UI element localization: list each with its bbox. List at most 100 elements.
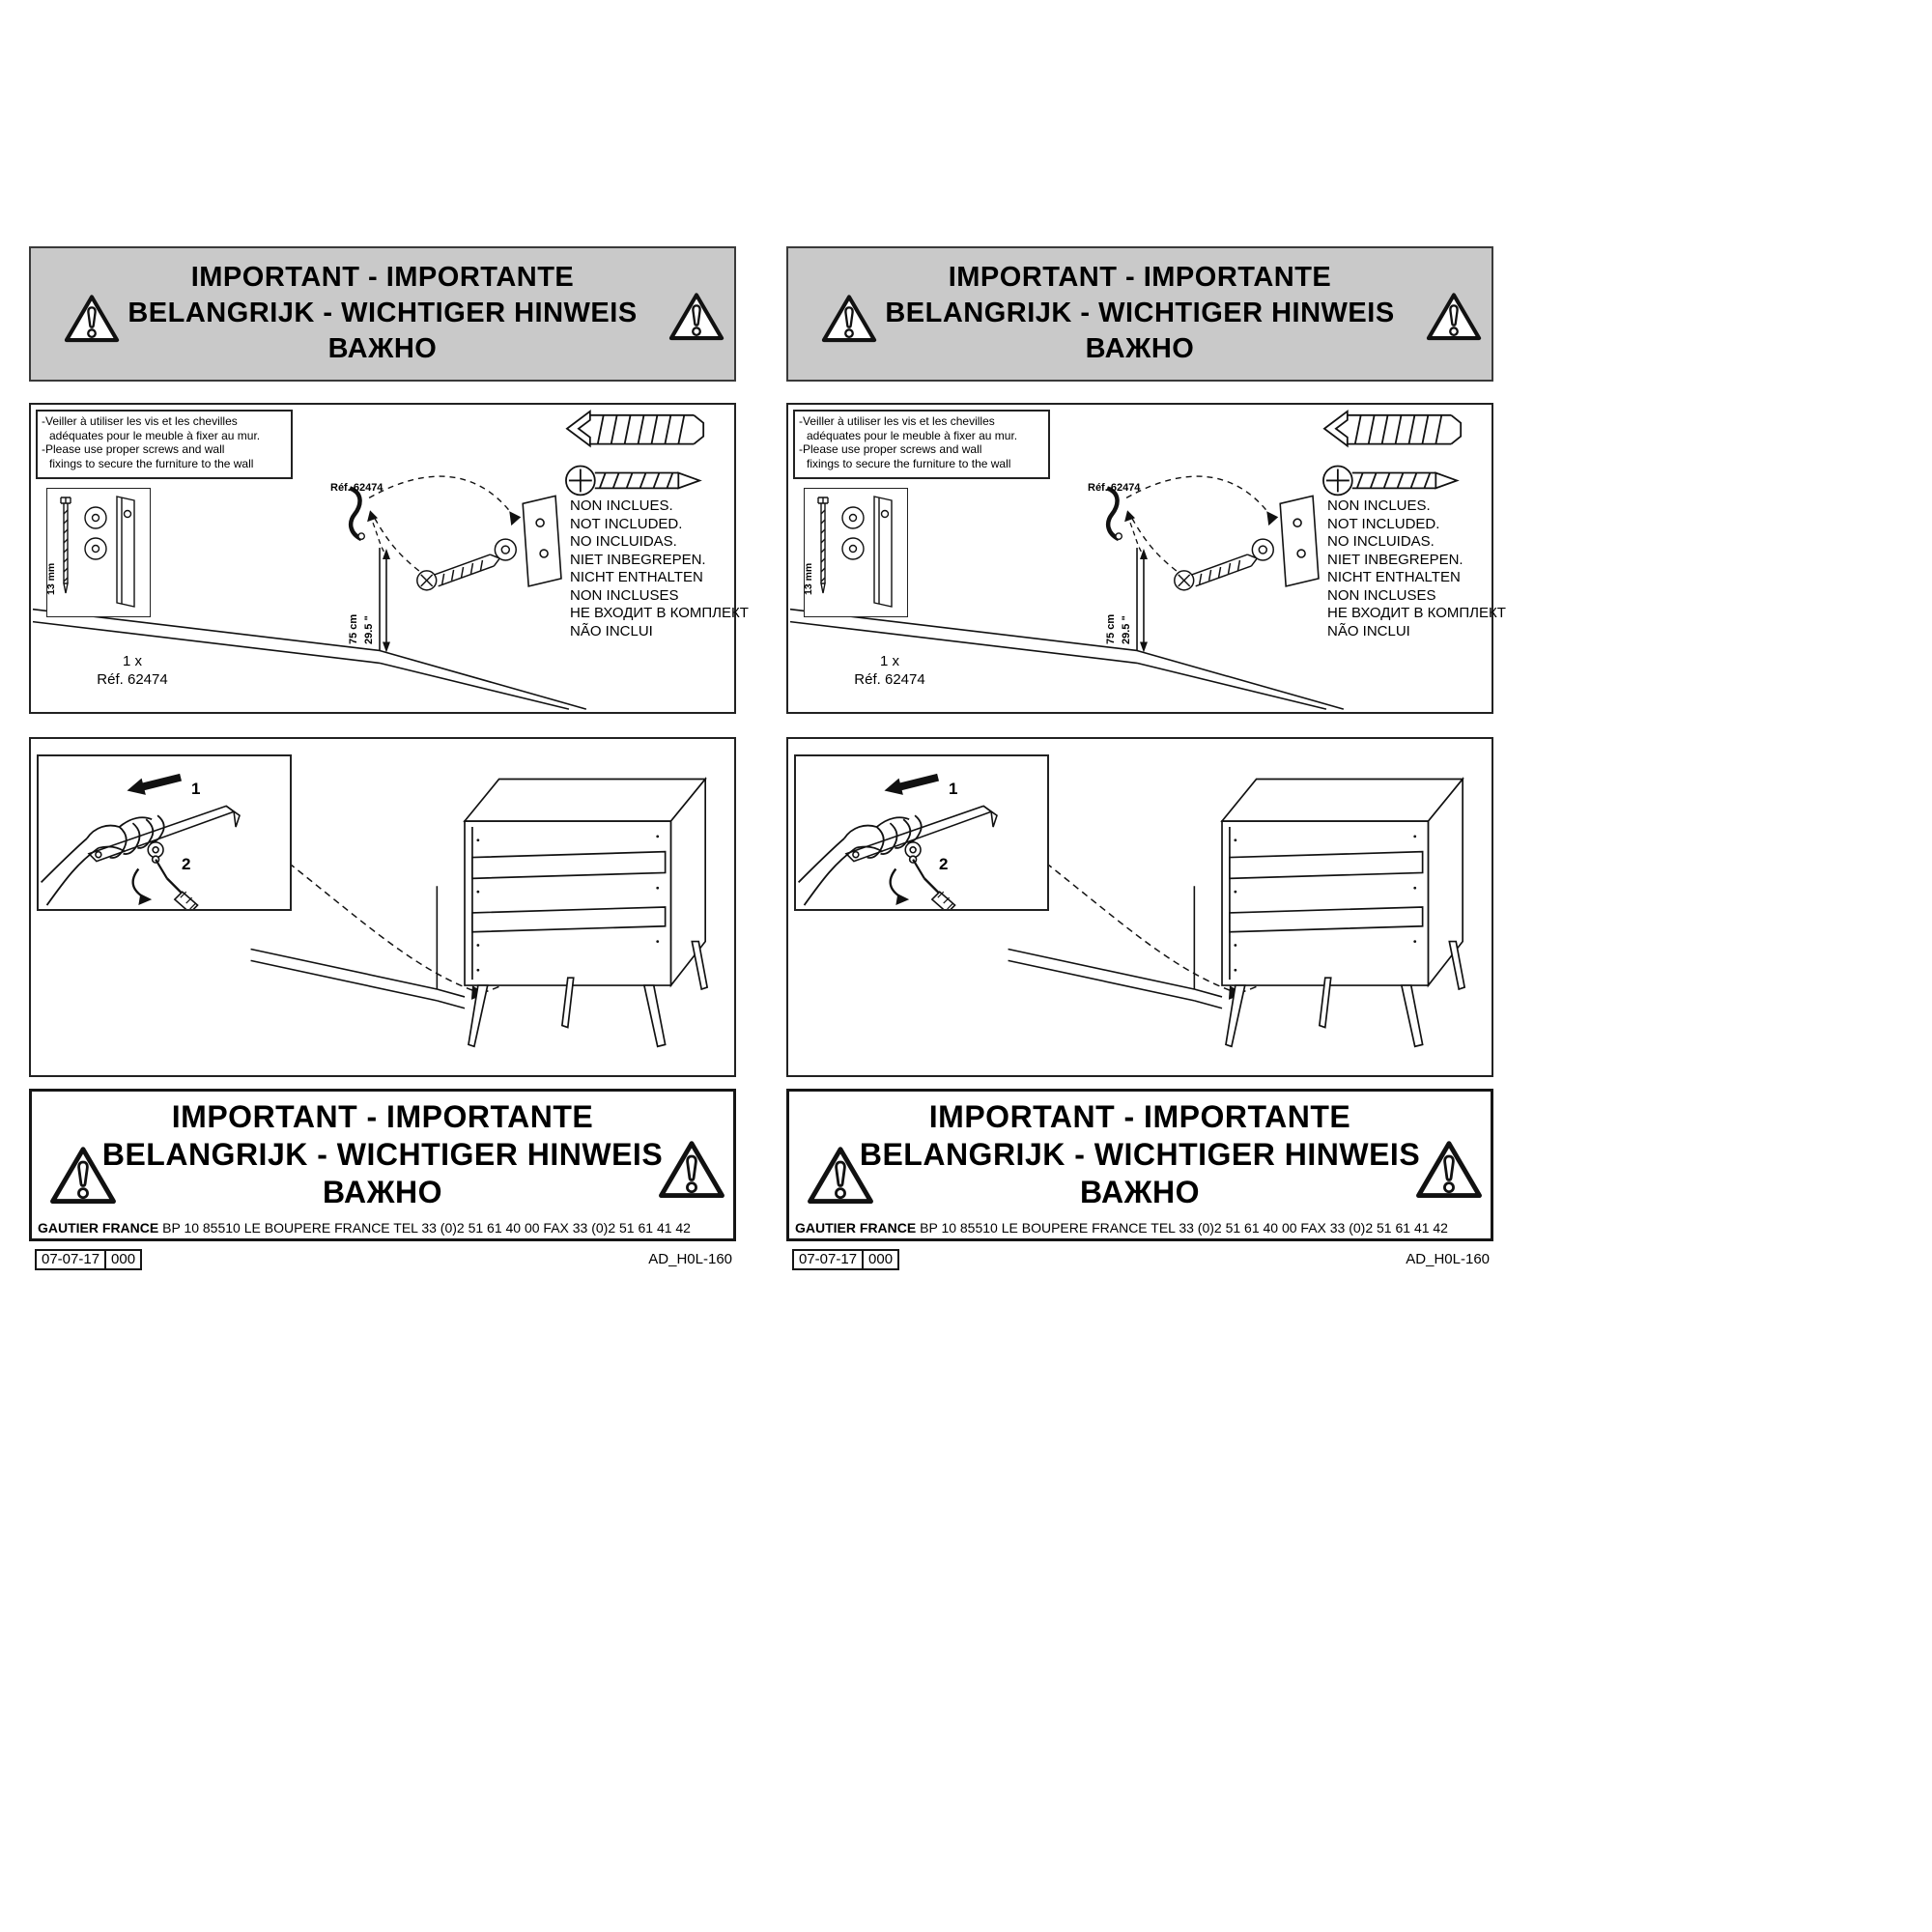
small-screw-icon [60, 497, 71, 594]
quantity-label: 1 x [122, 653, 142, 669]
assembly-section: 1 2 [29, 737, 736, 1077]
not-included-line: NON INCLUES. [570, 497, 673, 514]
banner-line2: BELANGRIJK - WICHTIGER HINWEIS [859, 1137, 1421, 1172]
banner-line3: ВАЖНО [1085, 333, 1195, 364]
manufacturer-address: BP 10 85510 LE BOUPERE FRANCE TEL 33 (0)… [920, 1220, 1448, 1236]
banner-text: IMPORTANT - IMPORTANTE BELANGRIJK - WICH… [32, 1092, 733, 1211]
arrow-1-icon [127, 773, 183, 795]
revision-stamp: 07-07-17 000 [35, 1249, 143, 1270]
note-en-line1: -Please use proper screws and wall [799, 442, 982, 456]
not-included-line: НЕ ВХОДИТ В КОМПЛЕКТ [1327, 605, 1506, 621]
fixing-note: -Veiller à utiliser les vis et les chevi… [793, 410, 1050, 479]
not-included-line: NÃO INCLUI [570, 622, 653, 639]
height-cm-label: 75 cm [348, 613, 359, 644]
screwdriver-icon [889, 867, 956, 909]
dimension-arrow [1129, 522, 1148, 653]
bracket-to-plate-arrow [1124, 475, 1279, 572]
hand-bracket-inset: 1 2 [794, 754, 1049, 911]
not-included-line: NOT INCLUDED. [570, 515, 683, 532]
banner-line1: IMPORTANT - IMPORTANTE [190, 262, 575, 293]
wall-bracket-icon [1105, 486, 1122, 542]
banner-text: IMPORTANT - IMPORTANTE BELANGRIJK - WICH… [789, 1092, 1491, 1211]
not-included-line: NIET INBEGREPEN. [570, 551, 706, 568]
dresser-drawing [1220, 777, 1466, 1048]
quantity-ref: Réf. 62474 [97, 671, 168, 688]
hand-icon [40, 814, 165, 906]
warning-triangle-icon [668, 288, 724, 346]
not-included-line: NON INCLUSES [570, 586, 679, 604]
date-stamp: 07-07-17 [792, 1249, 865, 1270]
page-right: IMPORTANT - IMPORTANTE BELANGRIJK - WICH… [786, 246, 1506, 1280]
banner-line3: ВАЖНО [322, 1175, 443, 1209]
banner-text: IMPORTANT - IMPORTANTE BELANGRIJK - WICH… [31, 248, 734, 367]
not-included-line: НЕ ВХОДИТ В КОМПЛЕКТ [570, 605, 749, 621]
document-code: AD_H0L-160 [1406, 1251, 1490, 1267]
manufacturer-name: GAUTIER FRANCE [38, 1220, 159, 1236]
wall-plug-icon [1322, 410, 1463, 448]
not-included-line: NICHT ENTHALTEN [570, 569, 703, 585]
banner-line2: BELANGRIJK - WICHTIGER HINWEIS [885, 298, 1395, 328]
quantity-label: 1 x [879, 653, 899, 669]
step-1-label: 1 [191, 780, 201, 798]
quantity-block: 1 x Réf. 62474 [70, 652, 195, 689]
not-included-line: NON INCLUES. [1327, 497, 1431, 514]
washers-icon [84, 506, 107, 560]
step-1-label: 1 [949, 780, 958, 798]
falling-screw-icon [147, 839, 168, 879]
note-fr-line2: adéquates pour le meuble à fixer au mur. [49, 428, 261, 442]
note-fr-line1: -Veiller à utiliser les vis et les chevi… [42, 414, 238, 428]
assembly-diagram [1008, 777, 1466, 1048]
note-en-line2: fixings to secure the furniture to the w… [49, 456, 254, 470]
hand-bracket-drawing [797, 773, 998, 909]
screw-washer-icon [416, 538, 517, 591]
bottom-warning-banner: IMPORTANT - IMPORTANTE BELANGRIJK - WICH… [29, 1089, 736, 1241]
warning-triangle-icon [821, 290, 877, 348]
document-code: AD_H0L-160 [648, 1251, 732, 1267]
not-included-line: NO INCLUIDAS. [1327, 533, 1435, 550]
bottom-warning-banner: IMPORTANT - IMPORTANTE BELANGRIJK - WICH… [786, 1089, 1493, 1241]
wall-plate-icon [1279, 495, 1320, 587]
note-en-line1: -Please use proper screws and wall [42, 442, 225, 456]
manufacturer-name: GAUTIER FRANCE [795, 1220, 917, 1236]
wall-bracket-icon [348, 486, 365, 542]
room-corner-lines [789, 548, 1345, 710]
parts-box: 13 mm [45, 488, 151, 617]
hand-icon [797, 814, 923, 906]
assembly-section: 1 2 [786, 737, 1493, 1077]
bracket-to-plate-arrow [367, 475, 522, 572]
date-stamp: 07-07-17 [35, 1249, 107, 1270]
banner-line1: IMPORTANT - IMPORTANTE [928, 1099, 1351, 1134]
parts-drawing [817, 496, 893, 608]
note-en-line2: fixings to secure the furniture to the w… [807, 456, 1011, 470]
parts-drawing [60, 496, 135, 608]
bracket-plate-icon [116, 496, 135, 608]
assembly-diagram [250, 777, 709, 1048]
wall-plug-icon [565, 410, 705, 448]
banner-line2: BELANGRIJK - WICHTIGER HINWEIS [101, 1137, 664, 1172]
note-fr-line2: adéquates pour le meuble à fixer au mur. [807, 428, 1018, 442]
page-left: IMPORTANT - IMPORTANTE BELANGRIJK - WICH… [29, 246, 749, 1280]
not-included-line: NICHT ENTHALTEN [1327, 569, 1461, 585]
screwdriver-icon [131, 867, 199, 909]
banner-line3: ВАЖНО [327, 333, 438, 364]
long-screw-icon [1322, 465, 1460, 497]
wall-fixing-diagram [789, 410, 1463, 710]
bracket-ref-label: Réf. 62474 [1088, 482, 1141, 494]
note-fr-line1: -Veiller à utiliser les vis et les chevi… [799, 414, 995, 428]
warning-triangle-icon [1426, 288, 1482, 346]
washers-icon [841, 506, 865, 560]
room-corner-lines [1008, 886, 1223, 1009]
bracket-strap-icon [844, 805, 998, 863]
parts-box: 13 mm [803, 488, 908, 617]
small-screw-icon [817, 497, 829, 594]
wall-fixing-section: -Veiller à utiliser les vis et les chevi… [786, 403, 1506, 714]
quantity-ref: Réf. 62474 [854, 671, 925, 688]
not-included-line: NOT INCLUDED. [1327, 515, 1440, 532]
manufacturer-line: GAUTIER FRANCE BP 10 85510 LE BOUPERE FR… [795, 1220, 1494, 1236]
wall-fixing-section: -Veiller à utiliser les vis et les chevi… [29, 403, 749, 714]
banner-line2: BELANGRIJK - WICHTIGER HINWEIS [128, 298, 638, 328]
revision-stamp: 07-07-17 000 [792, 1249, 900, 1270]
not-included-list: NON INCLUES. NOT INCLUDED. NO INCLUIDAS.… [570, 497, 749, 640]
wall-plate-icon [522, 495, 562, 587]
